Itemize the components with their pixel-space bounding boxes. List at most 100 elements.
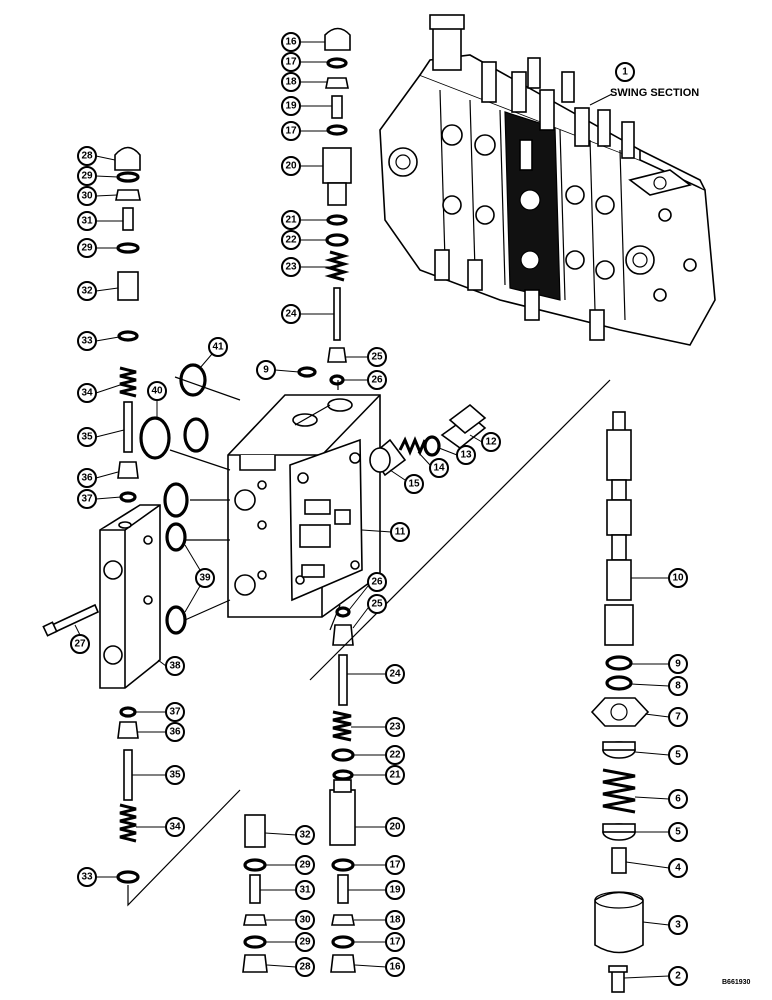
upper-relief-stack: [297, 27, 352, 386]
callout-number: 27: [74, 639, 86, 650]
callout-number: 29: [299, 860, 311, 871]
callout-number: 32: [299, 830, 311, 841]
callout-14: 14: [417, 451, 449, 478]
callout-32b: 32: [264, 825, 315, 845]
callout-29a: 29: [77, 166, 119, 186]
callout-26a: 26: [343, 370, 387, 390]
callout-29d: 29: [265, 932, 315, 952]
callout-5a: 5: [634, 745, 688, 765]
callout-number: 7: [675, 712, 681, 723]
callout-number: 5: [675, 827, 681, 838]
callout-16b: 16: [354, 957, 405, 977]
manifold-block: [99, 504, 161, 689]
callout-number: 9: [675, 659, 681, 670]
callout-number: 34: [81, 388, 93, 399]
callout-number: 22: [285, 235, 297, 246]
callout-number: 28: [299, 962, 311, 973]
callout-number: 19: [285, 101, 297, 112]
callout-number: 16: [389, 962, 401, 973]
callout-number: 32: [81, 286, 93, 297]
callout-30b: 30: [266, 910, 315, 930]
callout-number: 28: [81, 151, 93, 162]
callout-17a: 17: [281, 52, 328, 72]
spool-caps: [481, 57, 635, 171]
callout-number: 34: [169, 822, 181, 833]
callout-9a: 9: [256, 360, 300, 380]
section-body: [227, 394, 381, 618]
valve-assembly-illustration: [379, 14, 716, 346]
callout-number: 19: [389, 885, 401, 896]
callout-number: 26: [371, 375, 383, 386]
relief-valve-parts: [369, 403, 487, 477]
callout-number: 8: [675, 681, 681, 692]
callout-number: 17: [389, 937, 401, 948]
callout-number: 17: [285, 126, 297, 137]
callout-number: 21: [285, 215, 297, 226]
callout-7: 7: [644, 707, 688, 727]
callout-number: 9: [263, 365, 269, 376]
callout-number: 5: [675, 750, 681, 761]
callout-33a: 33: [77, 331, 120, 351]
cap-screw: [42, 603, 100, 637]
callout-31b: 31: [260, 880, 315, 900]
callout-12: 12: [469, 432, 501, 452]
callout-20a: 20: [281, 156, 323, 176]
callout-29c: 29: [265, 855, 315, 875]
callout-29b: 29: [77, 238, 118, 258]
callout-21a: 21: [281, 210, 328, 230]
swing-section-label: 1 SWING SECTION: [589, 62, 699, 106]
callouts: 16 17 18 19 17 20 21 22 23 24 25 26 9 41…: [70, 32, 688, 986]
callout-34b: 34: [136, 817, 185, 837]
callout-19b: 19: [348, 880, 405, 900]
callout-number: 36: [81, 473, 93, 484]
callout-22a: 22: [281, 230, 327, 250]
callout-number: 23: [389, 722, 401, 733]
callout-number: 36: [169, 727, 181, 738]
callout-number: 31: [81, 216, 93, 227]
callout-number: 20: [285, 161, 297, 172]
callout-28a: 28: [77, 146, 116, 166]
callout-20b: 20: [355, 817, 405, 837]
callout-number: 4: [675, 863, 681, 874]
center-left-lower-stack: [242, 814, 268, 973]
callout-number: 37: [81, 494, 93, 505]
callout-number: 35: [81, 432, 93, 443]
callout-23b: 23: [351, 717, 405, 737]
left-upper-stack: [114, 146, 141, 503]
callout-38: 38: [157, 656, 185, 676]
callout-37a: 37: [77, 489, 122, 509]
callout-39: 39: [184, 544, 215, 613]
callout-18a: 18: [281, 72, 328, 92]
callout-number: 29: [81, 243, 93, 254]
callout-number: 13: [460, 450, 472, 461]
callout-number: 31: [299, 885, 311, 896]
callout-number: 33: [81, 336, 93, 347]
callout-number: 2: [675, 971, 681, 982]
callout-number: 23: [285, 262, 297, 273]
callout-number: 11: [395, 527, 406, 538]
callout-26b: 26: [348, 572, 387, 611]
callout-34a: 34: [77, 383, 121, 403]
callout-11: 11: [361, 522, 410, 542]
callout-number: 33: [81, 872, 93, 883]
callout-18b: 18: [354, 910, 405, 930]
callout-21b: 21: [352, 765, 405, 785]
callout-number: 14: [433, 463, 445, 474]
callout-number: 24: [389, 669, 401, 680]
callout-number: 35: [169, 770, 181, 781]
callout-32a: 32: [77, 281, 119, 301]
callout-35b: 35: [132, 765, 185, 785]
callout-25a: 25: [346, 347, 387, 367]
callout-number: 10: [672, 573, 684, 584]
callout-number: 20: [389, 822, 401, 833]
callout-27: 27: [70, 624, 90, 654]
callout-9b: 9: [631, 654, 688, 674]
callout-2: 2: [623, 966, 688, 986]
orings-39-40-41: [139, 363, 209, 635]
callout-40: 40: [147, 381, 167, 418]
callout-31a: 31: [77, 211, 123, 231]
reference-number: B661930: [722, 979, 751, 986]
callout-17b: 17: [281, 121, 328, 141]
callout-number: 25: [371, 599, 383, 610]
callout-number: 26: [371, 577, 383, 588]
